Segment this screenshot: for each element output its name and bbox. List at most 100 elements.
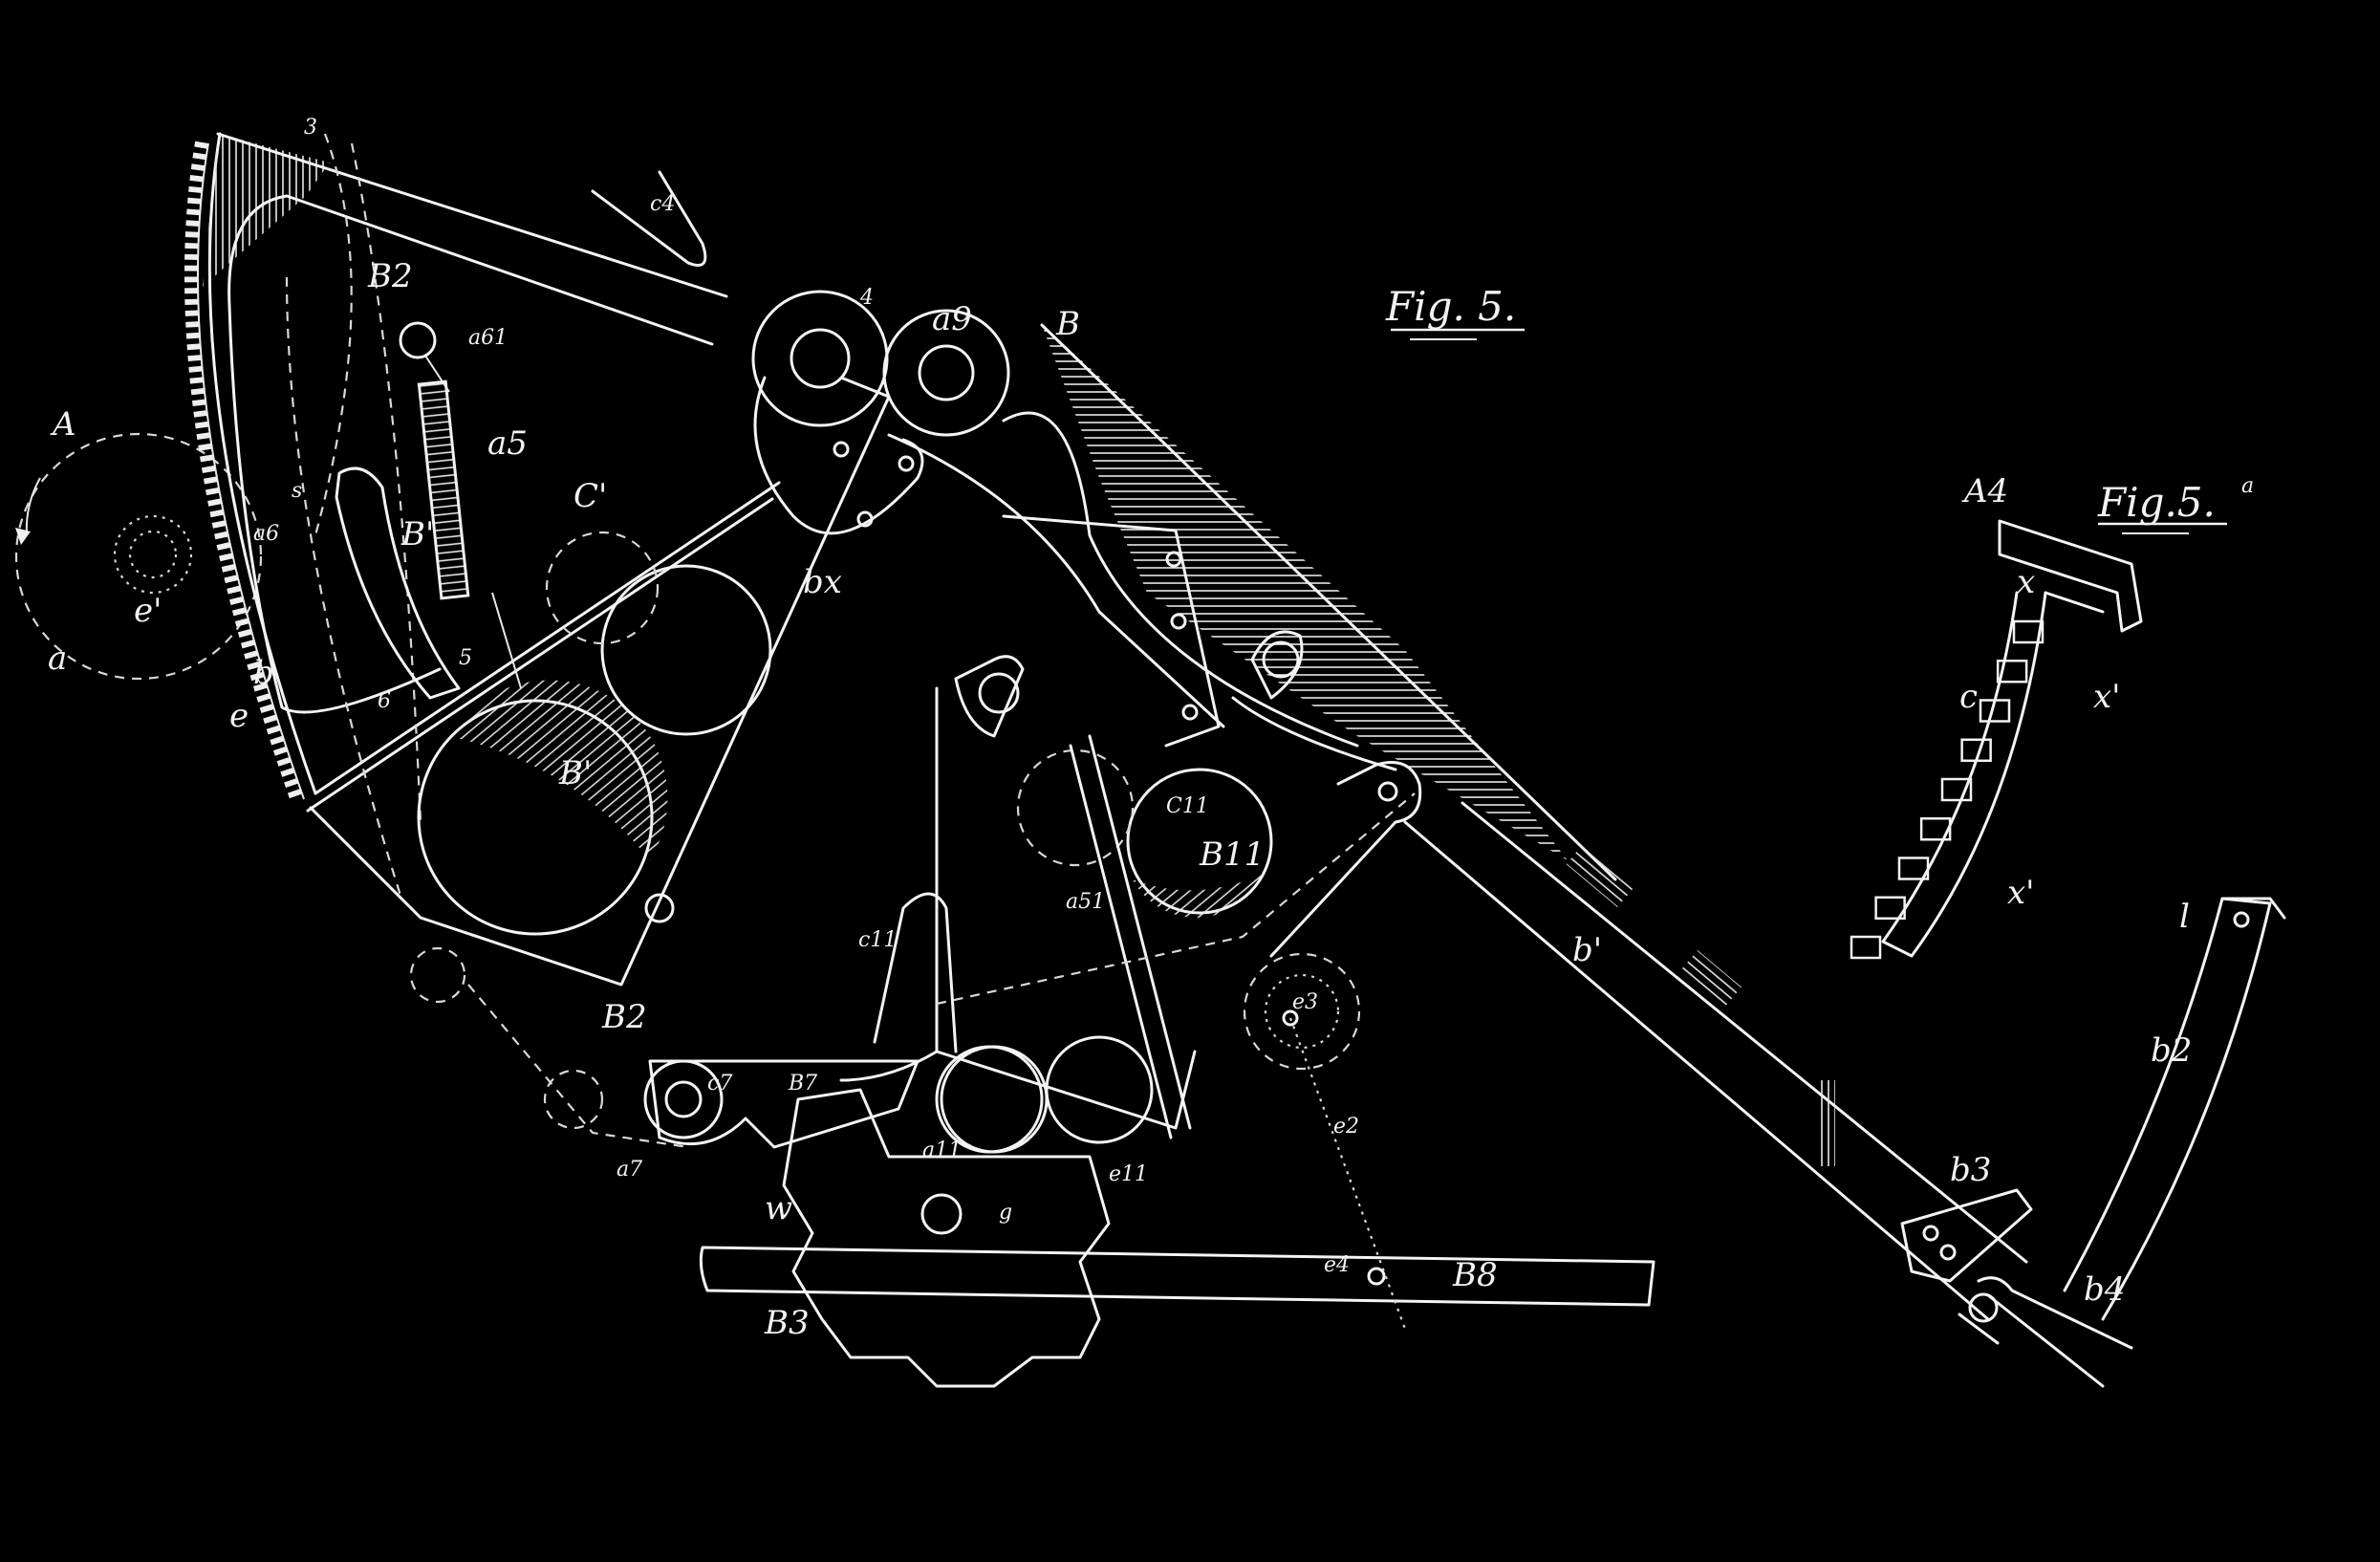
sector-tooth <box>216 542 231 551</box>
sector-tooth <box>196 432 211 441</box>
label-C1: C' <box>573 477 607 515</box>
eccentric-e3 <box>1243 952 1407 1330</box>
sector-tooth <box>184 253 199 260</box>
label-c4-top: c4 <box>650 192 675 216</box>
sector-tooth <box>247 661 262 670</box>
sector-tooth <box>186 343 201 351</box>
fig5a-slot <box>1979 699 2011 723</box>
sector-tooth <box>219 553 234 562</box>
sector-tooth <box>201 465 216 473</box>
sector-tooth <box>187 197 202 205</box>
fig5a-slot <box>1940 777 1973 802</box>
labels: A a e' a6 s b e 6 5 3 B2 a61 a5 B' C' c4… <box>48 116 2192 1342</box>
sector-tooth <box>190 387 206 396</box>
label-e: e <box>229 697 249 735</box>
fig5a-title-sup: a <box>2241 474 2254 498</box>
label-a9: a9 <box>932 300 972 338</box>
sector-tooth <box>184 242 199 249</box>
fig5a-title: Fig.5. <box>2097 479 2216 526</box>
figure-titles: Fig. 5. Fig.5. a <box>1385 283 2254 534</box>
fig5a-slot <box>2012 619 2045 644</box>
label-B: B <box>1055 305 1080 343</box>
sector-tooth <box>184 288 199 294</box>
lever-b1 <box>1269 761 2028 1321</box>
sector-tooth <box>184 310 199 316</box>
sector-tooth <box>263 714 278 725</box>
sector-tooth <box>185 220 200 227</box>
label-B7: B7 <box>788 1072 817 1096</box>
sector-tooth <box>203 476 218 485</box>
fig5a-slot <box>1850 935 1882 960</box>
label-l: l <box>2179 898 2190 936</box>
sector-tooth <box>237 628 252 639</box>
sector-tooth <box>266 725 281 735</box>
label-B11: B11 <box>1199 835 1265 874</box>
sector-tooth <box>198 443 212 451</box>
label-x: x <box>2017 563 2035 601</box>
label-b1: b' <box>1572 931 1602 969</box>
label-B8: B8 <box>1452 1256 1498 1294</box>
label-C11: C11 <box>1166 794 1209 818</box>
spring-a5 <box>399 321 522 689</box>
sector-tooth <box>270 735 285 746</box>
label-c: c <box>1959 678 1978 716</box>
sector-tooth <box>259 704 274 713</box>
curved-arm-B1 <box>335 466 461 700</box>
sector-tooth <box>244 650 259 660</box>
label-a11: a11 <box>922 1139 962 1162</box>
sector-tooth <box>185 332 201 339</box>
drive-wheel-A <box>14 432 263 681</box>
label-c7: c7 <box>707 1072 732 1096</box>
sector-tooth <box>188 365 203 373</box>
fig5a-slot <box>1960 738 1992 762</box>
label-e11: e11 <box>1109 1162 1148 1186</box>
sector-tooth <box>187 355 202 362</box>
label-5: 5 <box>459 646 472 670</box>
sector-tooth <box>252 682 269 692</box>
lower-mechanism <box>409 686 1655 1388</box>
fig5-title: Fig. 5. <box>1385 283 1516 330</box>
sector-tooth <box>184 298 199 306</box>
sector-tooth <box>249 671 265 682</box>
label-B1-circle: B' <box>558 754 592 792</box>
sector-tooth <box>287 788 303 799</box>
lever-plate-B1 <box>309 376 891 987</box>
sector-tooth <box>192 152 207 161</box>
label-b2: b2 <box>2151 1031 2192 1070</box>
label-b3: b3 <box>1950 1151 1991 1189</box>
label-g: g <box>999 1201 1012 1225</box>
sector-tooth <box>211 520 227 529</box>
label-e3: e3 <box>1292 990 1318 1014</box>
label-3: 3 <box>304 116 317 140</box>
sector-tooth <box>280 767 295 777</box>
label-w: w <box>765 1189 792 1227</box>
lever-b2 <box>2063 897 2286 1321</box>
label-bx: bx <box>803 563 842 601</box>
sector-tooth <box>231 607 247 617</box>
label-B1-arm: B' <box>400 515 434 553</box>
sector-tooth <box>190 163 206 171</box>
label-a6: a6 <box>253 522 279 546</box>
fig5a-slot <box>1996 660 2028 683</box>
sector-tooth <box>227 585 242 595</box>
label-b: b <box>253 654 274 692</box>
toothed-sector-B2 <box>184 132 781 900</box>
link-B11 <box>954 630 1397 1139</box>
label-x1-lower: x' <box>2007 874 2035 912</box>
label-a51: a51 <box>1066 890 1105 914</box>
sector-tooth <box>234 618 249 627</box>
sector-tooth <box>189 377 204 384</box>
label-a61: a61 <box>468 326 508 350</box>
sector-tooth <box>207 498 223 507</box>
fig5a-detail <box>1850 519 2143 960</box>
label-a5: a5 <box>487 424 528 463</box>
label-e4: e4 <box>1324 1253 1350 1277</box>
sector-tooth <box>276 756 292 767</box>
sector-tooth <box>193 410 208 418</box>
sector-tooth <box>224 575 239 584</box>
label-6: 6 <box>378 689 391 713</box>
sector-tooth <box>272 746 289 756</box>
sector-tooth <box>186 208 201 216</box>
label-x1-upper: x' <box>2093 678 2121 716</box>
